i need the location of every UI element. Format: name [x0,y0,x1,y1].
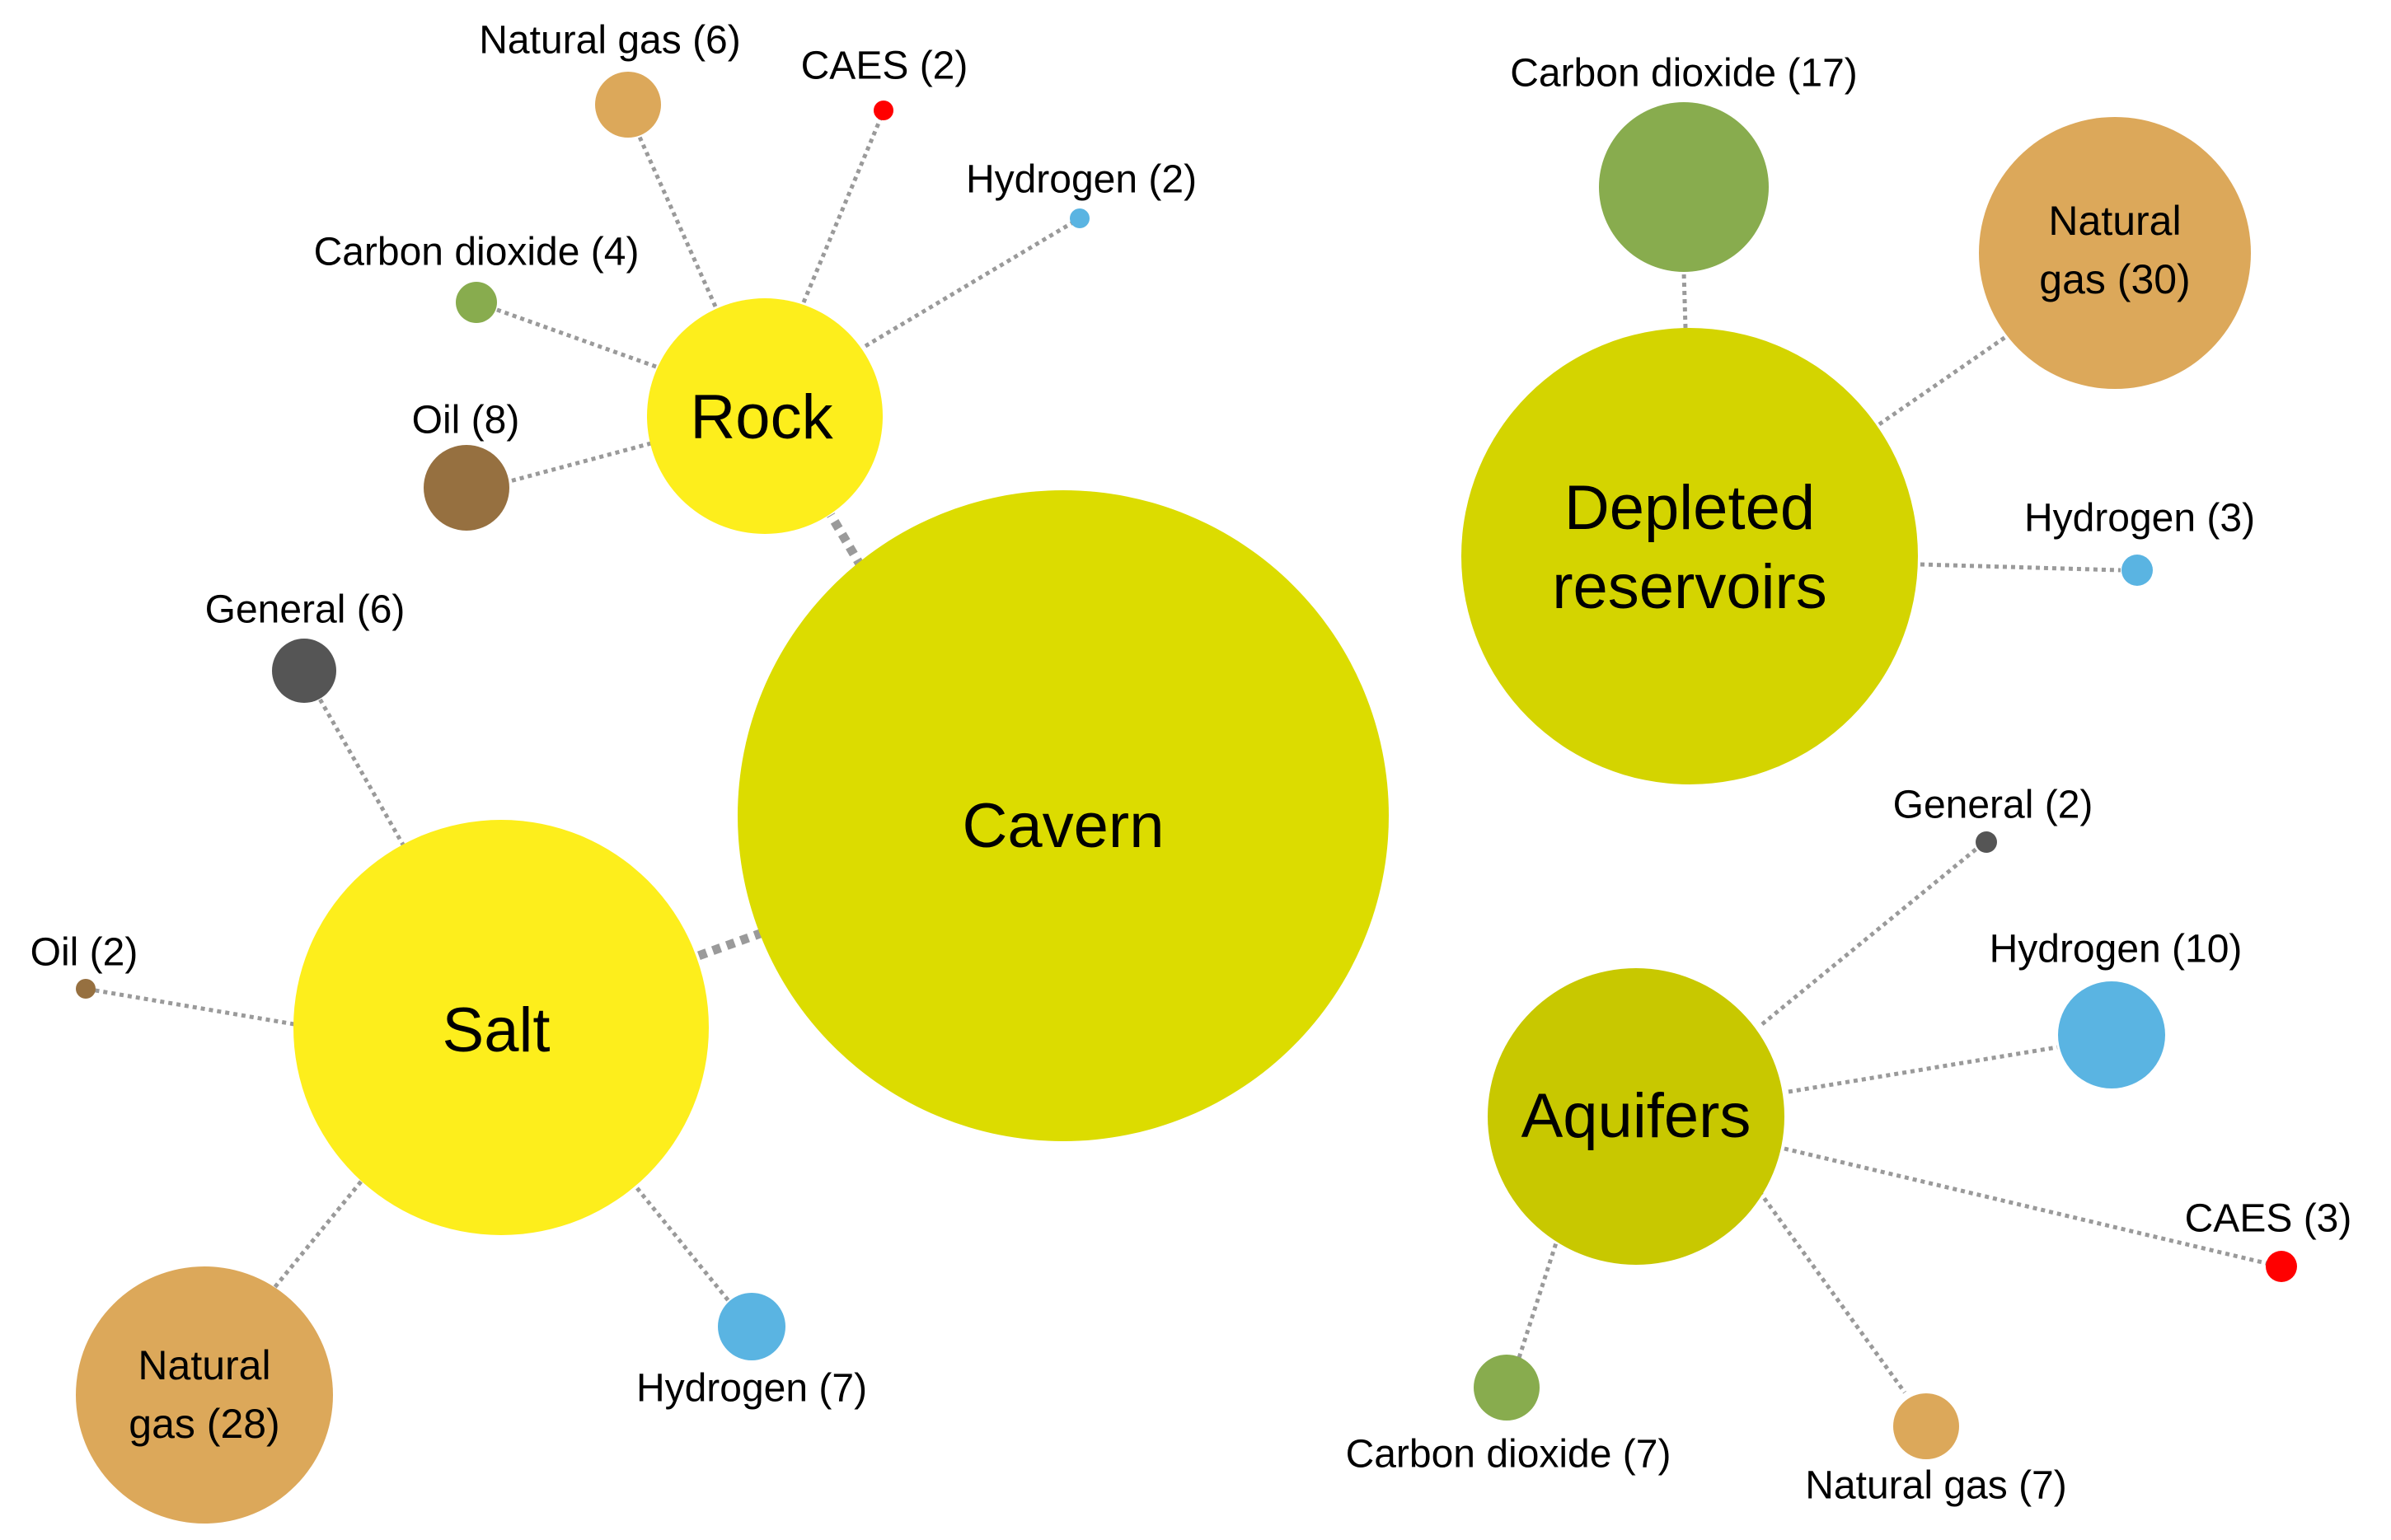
node-rock [647,298,883,534]
node-rock-carbon-dioxide [456,282,497,323]
label-rock-caes: CAES (2) [801,44,968,88]
label-depleted-natural-gas-line1: Natural [2048,198,2181,244]
node-rock-hydrogen [1070,208,1090,228]
link-aquifers-caes [1784,1146,2281,1269]
link-salt-hydrogen [635,1187,731,1304]
node-rock-natural-gas [595,72,661,138]
hub-aquifers: Aquifers [1488,968,1784,1265]
label-rock-carbon-dioxide: Carbon dioxide (4) [314,231,640,274]
node-aquifers-hydrogen [2058,981,2165,1088]
node-aquifers [1488,968,1784,1265]
label-rock-natural-gas: Natural gas (6) [479,19,740,63]
link-depleted-natural-gas [1878,330,2014,427]
label-aquifers-general: General (2) [1893,784,2093,827]
node-depleted-hydrogen [2121,555,2153,586]
link-rock-caes [801,110,886,303]
node-salt-natural-gas [76,1266,333,1524]
link-cavern-salt [692,928,764,962]
link-rock-hydrogen [864,216,1081,349]
node-rock-caes [874,101,893,120]
link-cavern-rock [827,513,865,569]
label-aquifers-hydrogen: Hydrogen (10) [1990,928,2243,971]
node-salt-general [272,639,336,703]
label-aquifers-carbon-dioxide: Carbon dioxide (7) [1346,1433,1671,1477]
node-depleted-carbon-dioxide [1599,102,1769,272]
hub-salt: Salt [293,820,709,1235]
node-aquifers-carbon-dioxide [1474,1355,1540,1421]
hub-rock: Rock [647,298,883,534]
link-aquifers-natural-gas [1747,1177,1907,1394]
link-rock-carbon-dioxide [476,300,657,369]
label-aquifers-natural-gas: Natural gas (7) [1805,1464,2066,1508]
label-rock: Rock [690,382,833,452]
label-salt-oil: Oil (2) [30,931,138,975]
node-salt-hydrogen [718,1293,785,1360]
aquifers-leaves: General (2) Hydrogen (10) CAES (3) Natur… [1346,784,2352,1508]
node-salt [293,820,709,1235]
node-salt-oil [76,979,96,999]
node-aquifers-caes [2266,1251,2297,1282]
link-depleted-hydrogen [1920,562,2121,573]
label-rock-oil: Oil (8) [412,399,520,442]
label-rock-hydrogen: Hydrogen (2) [966,158,1197,202]
label-salt-hydrogen: Hydrogen (7) [636,1367,867,1411]
node-aquifers-natural-gas [1893,1393,1959,1459]
label-salt: Salt [443,995,551,1065]
label-depleted-hydrogen: Hydrogen (3) [2024,497,2255,541]
link-aquifers-hydrogen [1788,1045,2058,1094]
depleted-leaves: Carbon dioxide (17) Natural gas (30) Hyd… [1510,52,2255,586]
hub-cavern: Cavern [738,490,1389,1141]
label-aquifers: Aquifers [1521,1081,1751,1151]
label-aquifers-caes: CAES (3) [2185,1197,2352,1241]
node-aquifers-general [1976,831,1997,853]
link-rock-natural-gas [633,126,718,308]
label-salt-natural-gas-line2: gas (28) [129,1401,279,1447]
node-depleted-reservoirs [1461,328,1918,784]
salt-leaves: General (6) Oil (2) Natural gas (28) Hyd… [30,588,867,1524]
link-salt-general [302,670,406,848]
label-depleted-line2: reservoirs [1552,552,1827,622]
label-depleted-natural-gas-line2: gas (30) [2039,256,2190,302]
label-salt-natural-gas-line1: Natural [138,1342,270,1388]
label-salt-general: General (6) [205,588,406,632]
node-rock-oil [424,445,509,531]
label-depleted-carbon-dioxide: Carbon dioxide (17) [1510,52,1858,96]
link-aquifers-general [1760,840,1986,1026]
hub-depleted-reservoirs: Depleted reservoirs [1461,328,1918,784]
link-rock-oil [506,441,652,484]
rock-leaves: Natural gas (6) CAES (2) Hydrogen (2) Ca… [314,19,1197,531]
label-depleted-line1: Depleted [1564,473,1815,543]
link-salt-natural-gas [272,1180,363,1290]
node-depleted-natural-gas [1979,117,2251,389]
node-cavern [738,490,1389,1141]
link-salt-oil [85,986,295,1027]
links [85,110,2281,1394]
link-depleted-carbon-dioxide [1681,271,1688,329]
label-cavern: Cavern [963,791,1165,861]
